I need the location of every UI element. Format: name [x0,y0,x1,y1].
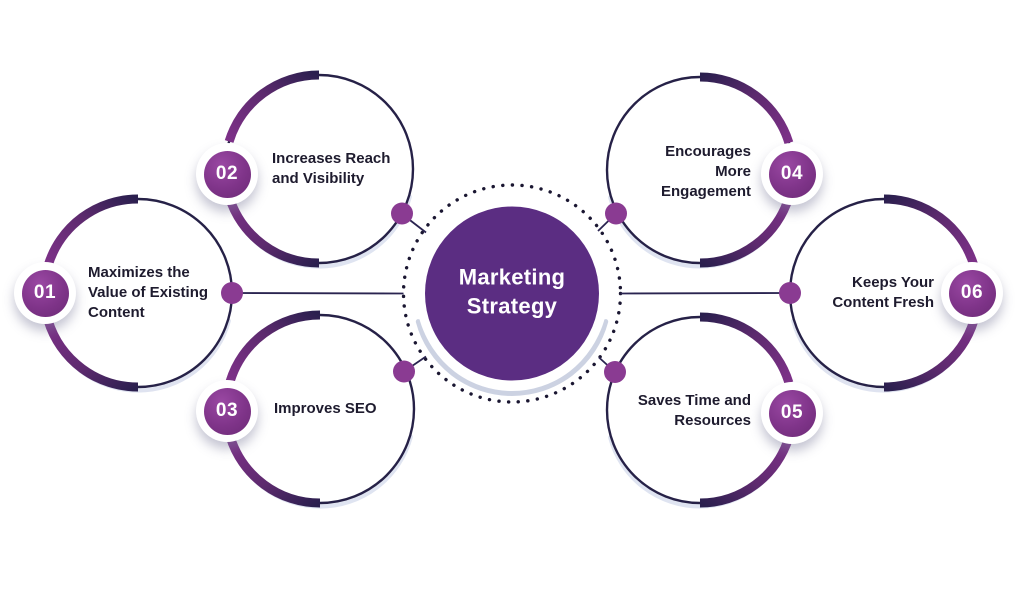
node-label-06: Keeps Your Content Fresh [832,274,934,311]
connector-line-1 [231,292,404,295]
node-badge-02-number: 02 [203,150,251,198]
node-badge-05-number: 05 [768,389,816,437]
node-thick-arcs [43,70,979,508]
node-badge-01-number: 01 [21,269,69,317]
node-badge-01: 01 [14,262,76,324]
node-badge-03-number: 03 [203,387,251,435]
node-badge-05: 05 [761,382,823,444]
node-label-01: Maximizes the Value of Existing Content [88,264,209,321]
node-badge-04-number: 04 [768,150,816,198]
connector-dot-1 [221,282,243,304]
connector-dots [221,202,801,383]
node-label-03: Improves SEO [274,400,377,418]
node-label-04: Encourages More Engagement [660,143,751,200]
node-badge-02: 02 [196,143,258,205]
connector-line-6 [620,292,791,295]
node-badge-04: 04 [761,143,823,205]
node-badge-06: 06 [941,262,1003,324]
connector-dot-2 [391,202,413,225]
node-badge-06-number: 06 [948,269,996,317]
connector-dot-4 [605,202,627,225]
connector-dot-6 [779,282,801,304]
node-badge-03: 03 [196,380,258,442]
connector-dot-3 [393,360,415,383]
center-circle-shadow [415,319,609,396]
node-label-05: Saves Time and Resources [637,392,751,429]
node-label-02: Increases Reach and Visibility [272,150,391,187]
center-title: Marketing Strategy [458,264,566,318]
center-circle [425,206,599,381]
connector-dot-5 [604,361,626,383]
